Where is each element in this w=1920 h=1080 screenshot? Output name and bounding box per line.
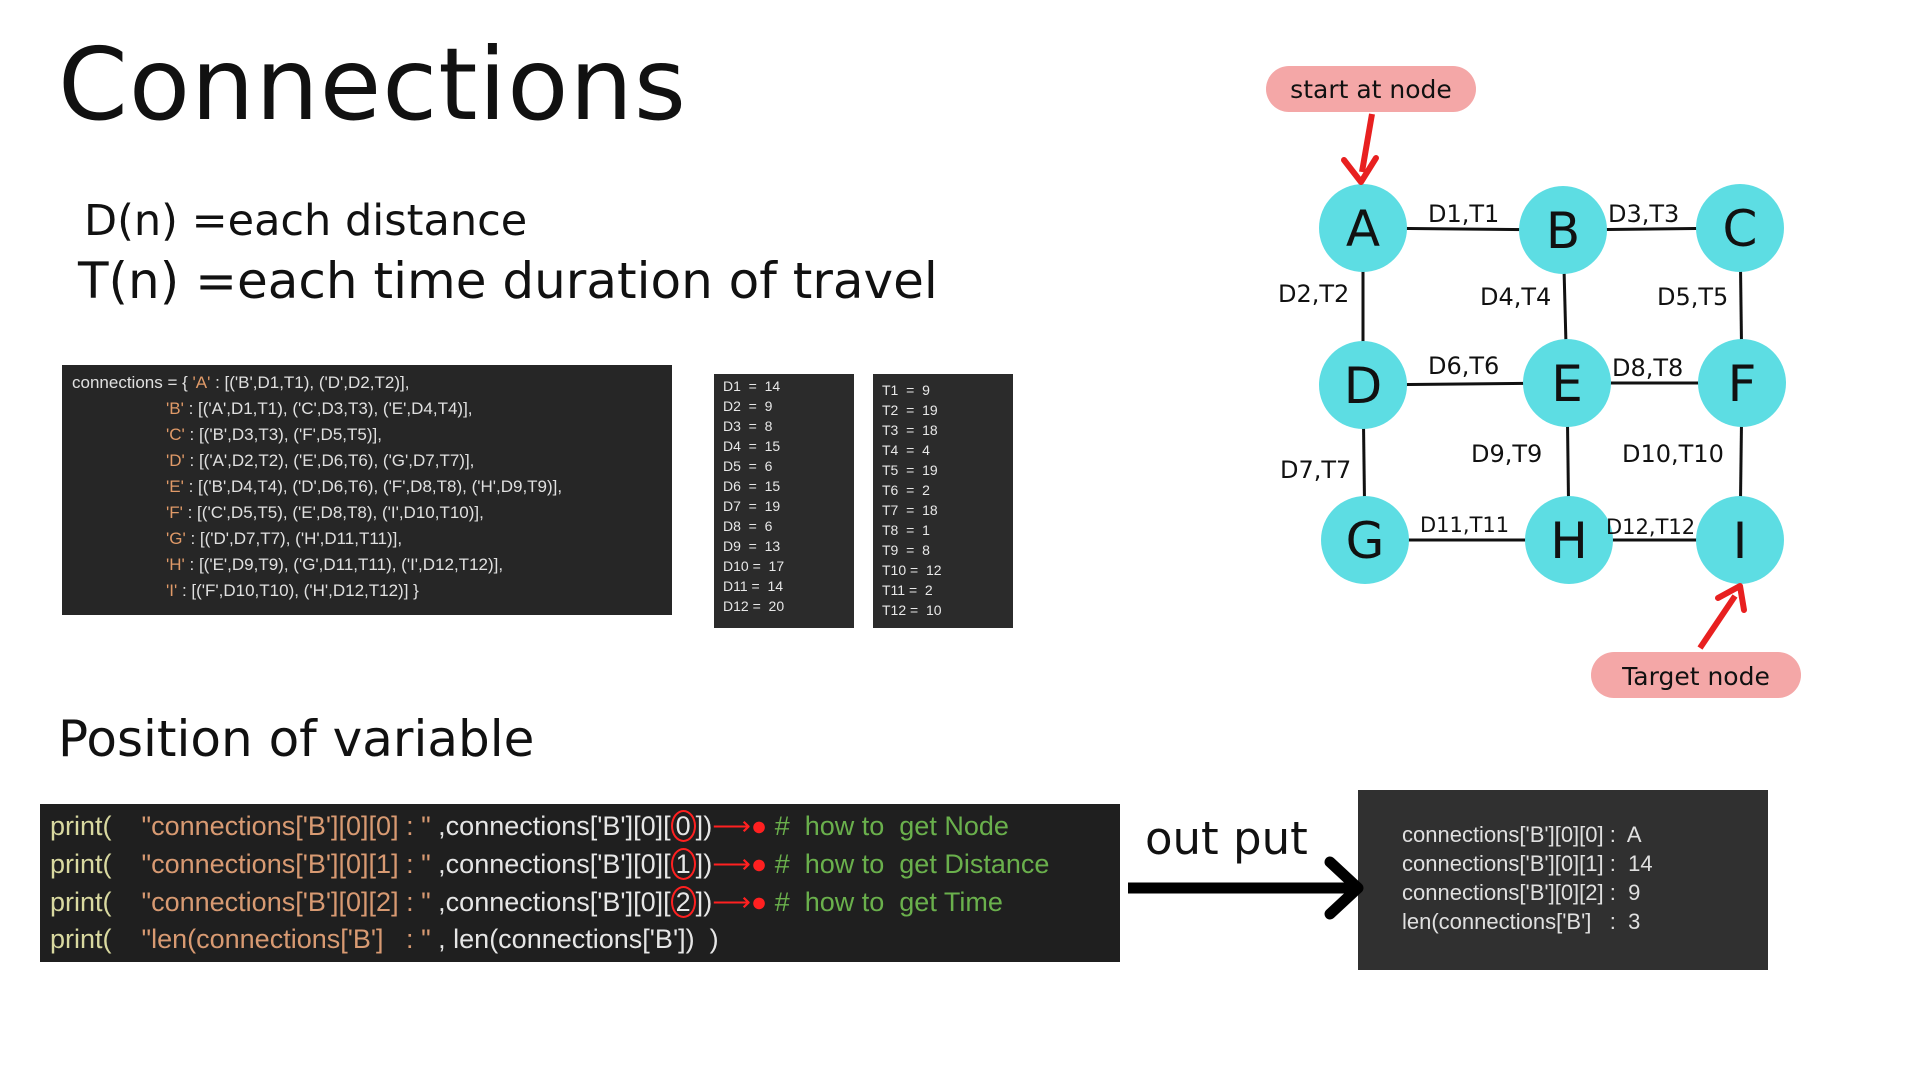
time-value: T11 = 2 [882, 582, 933, 598]
distance-value: D4 = 15 [723, 438, 781, 454]
edge-label-dg: D7,T7 [1280, 456, 1351, 484]
edge-label-fi: D10,T10 [1622, 440, 1724, 468]
time-value: T2 = 19 [882, 402, 938, 418]
edge-label-gh: D11,T11 [1420, 513, 1509, 537]
node-label-i: I [1733, 512, 1748, 570]
time-value: T12 = 10 [882, 602, 942, 618]
red-arrow-icon: ⟶● [712, 811, 768, 841]
target-node-label: Target node [1621, 662, 1770, 691]
time-value: T6 = 2 [882, 482, 930, 498]
time-definition: T(n) =each time duration of travel [78, 252, 938, 310]
index-highlight: 1 [670, 848, 696, 880]
distance-value: D6 = 15 [723, 478, 781, 494]
node-label-d: D [1344, 357, 1383, 415]
section-title: Position of variable [58, 710, 535, 768]
print-code-panel: print( "connections['B'][0][0] : " ,conn… [40, 804, 1120, 962]
red-arrow-icon: ⟶● [712, 849, 768, 879]
distance-value: D12 = 20 [723, 598, 785, 614]
output-panel: connections['B'][0][0] : A connections['… [1358, 790, 1768, 970]
node-e [1523, 339, 1611, 427]
time-value: T10 = 12 [882, 562, 942, 578]
distance-value: D5 = 6 [723, 458, 773, 474]
print-line: print( "connections['B'][0][1] : " ,conn… [50, 848, 1050, 880]
code-line: 'G' : [('D',D7,T7), ('H',D11,T11)], [166, 529, 403, 548]
output-line: len(connections['B'] : 3 [1402, 909, 1641, 934]
node-label-g: G [1346, 512, 1385, 570]
code-line: 'I' : [('F',D10,T10), ('H',D12,T12)] } [166, 581, 419, 600]
node-g [1321, 496, 1409, 584]
output-line: connections['B'][0][2] : 9 [1402, 880, 1641, 905]
target-arrow-head [1715, 583, 1747, 613]
start-node-pill [1266, 66, 1476, 112]
node-label-b: B [1546, 202, 1580, 260]
time-value: T8 = 1 [882, 522, 930, 538]
code-line: 'D' : [('A',D2,T2), ('E',D6,T6), ('G',D7… [166, 451, 475, 470]
distance-value: D9 = 13 [723, 538, 781, 554]
edge-label-hi: D12,T12 [1606, 515, 1695, 539]
node-label-f: F [1728, 355, 1757, 413]
time-value: T9 = 8 [882, 542, 930, 558]
node-label-e: E [1551, 355, 1583, 413]
edge-label-de: D6,T6 [1428, 352, 1499, 380]
code-line: 'F' : [('C',D5,T5), ('E',D8,T8), ('I',D1… [166, 503, 484, 522]
distance-value: D7 = 19 [723, 498, 781, 514]
code-line: 'C' : [('B',D3,T3), ('F',D5,T5)], [166, 425, 382, 444]
edge-label-ab: D1,T1 [1428, 200, 1499, 228]
code-line: connections = { 'A' : [('B',D1,T1), ('D'… [72, 373, 410, 392]
node-h [1525, 496, 1613, 584]
distance-value: D2 = 9 [723, 398, 773, 414]
edge-label-eh: D9,T9 [1471, 440, 1542, 468]
time-values-panel: T1 = 9 T2 = 19 T3 = 18 T4 = 4 T5 = 19 T6… [873, 374, 1013, 628]
output-arrow-head [1324, 856, 1364, 920]
start-node-label: start at node [1290, 75, 1452, 104]
distance-value: D11 = 14 [723, 578, 784, 594]
print-line: print( "connections['B'][0][2] : " ,conn… [50, 886, 1003, 918]
distance-value: D3 = 8 [723, 418, 773, 434]
edge-label-cf: D5,T5 [1657, 283, 1728, 311]
start-arrow-head [1341, 155, 1379, 185]
print-line: print( "connections['B'][0][0] : " ,conn… [50, 810, 1009, 842]
distance-value: D10 = 17 [723, 558, 785, 574]
index-highlight: 0 [670, 810, 696, 842]
output-line: connections['B'][0][0] : A [1402, 822, 1642, 847]
code-line: 'E' : [('B',D4,T4), ('D',D6,T6), ('F',D8… [166, 477, 563, 496]
edge-label-be: D4,T4 [1480, 283, 1551, 311]
start-arrow [1359, 113, 1375, 173]
node-label-h: H [1550, 512, 1588, 570]
target-arrow [1697, 594, 1738, 650]
time-value: T5 = 19 [882, 462, 938, 478]
node-i [1696, 496, 1784, 584]
distance-value: D8 = 6 [723, 518, 773, 534]
distance-definition: D(n) =each distance [84, 196, 528, 246]
time-value: T7 = 18 [882, 502, 938, 518]
time-value: T4 = 4 [882, 442, 930, 458]
page-title: Connections [58, 26, 687, 143]
node-c [1696, 184, 1784, 272]
edge-label-bc: D3,T3 [1608, 200, 1679, 228]
time-value: T1 = 9 [882, 382, 930, 398]
red-arrow-icon: ⟶● [712, 887, 768, 917]
target-node-pill [1591, 652, 1801, 698]
node-label-c: C [1723, 200, 1758, 258]
index-highlight: 2 [670, 886, 696, 918]
output-label: out put [1145, 812, 1308, 865]
node-f [1698, 339, 1786, 427]
print-line: print( "len(connections['B'] : " , len(c… [50, 924, 719, 954]
code-line: 'H' : [('E',D9,T9), ('G',D11,T11), ('I',… [166, 555, 504, 574]
node-d [1319, 341, 1407, 429]
distance-value: D1 = 14 [723, 378, 781, 394]
output-line: connections['B'][0][1] : 14 [1402, 851, 1653, 876]
edge-label-ef: D8,T8 [1612, 354, 1683, 382]
node-label-a: A [1346, 200, 1380, 258]
node-a [1319, 184, 1407, 272]
connections-code-panel: connections = { 'A' : [('B',D1,T1), ('D'… [62, 365, 672, 615]
node-b [1519, 186, 1607, 274]
time-value: T3 = 18 [882, 422, 938, 438]
distance-values-panel: D1 = 14 D2 = 9 D3 = 8 D4 = 15 D5 = 6 D6 … [714, 374, 854, 628]
edge-label-ad: D2,T2 [1278, 280, 1349, 308]
code-line: 'B' : [('A',D1,T1), ('C',D3,T3), ('E',D4… [166, 399, 473, 418]
